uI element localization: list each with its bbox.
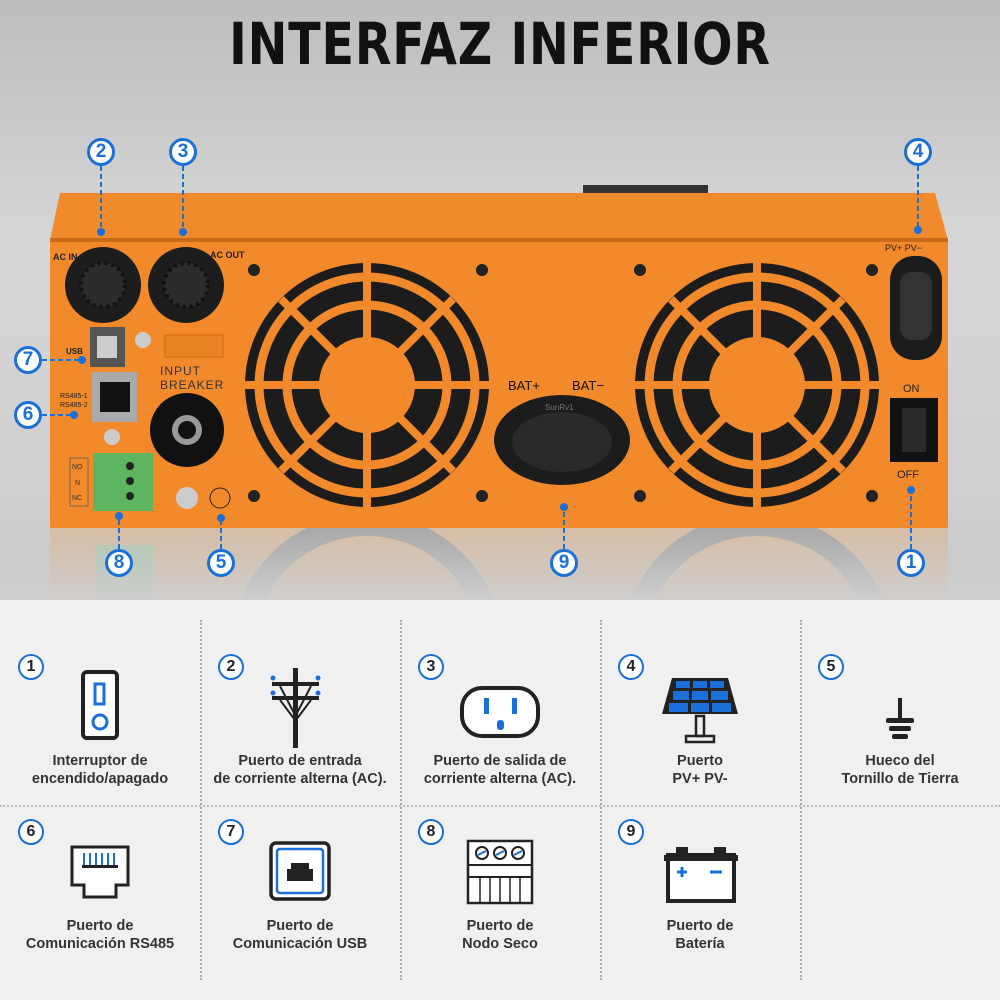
dry-contact-terminal <box>93 453 153 511</box>
svg-text:N: N <box>75 480 80 487</box>
callout-1: 1 <box>897 549 925 577</box>
callout-4: 4 <box>904 138 932 166</box>
callout-7: 7 <box>14 346 42 374</box>
callout-6: 6 <box>14 401 42 429</box>
svg-text:OFF: OFF <box>897 469 919 481</box>
svg-text:BAT+: BAT+ <box>508 378 540 393</box>
usb-icon <box>269 841 331 901</box>
top-buttons <box>583 185 708 193</box>
terminal-block-icon <box>466 839 534 905</box>
svg-text:RS485-1: RS485-1 <box>60 393 88 400</box>
svg-text:INPUT: INPUT <box>160 364 201 378</box>
page-title: INTERFAZ INFERIOR <box>229 10 771 78</box>
svg-text:USB: USB <box>66 347 83 356</box>
power-pole-icon <box>270 668 321 748</box>
ground-screw <box>176 487 198 509</box>
power-switch-icon <box>81 670 119 740</box>
callout-9: 9 <box>550 549 578 577</box>
callout-5: 5 <box>207 549 235 577</box>
rj45-icon <box>70 845 130 899</box>
fan-right <box>635 263 879 507</box>
battery-icon <box>664 847 738 903</box>
svg-text:NO: NO <box>72 464 83 471</box>
inverter-bottom-view: AC IN AC OUT USB RS485-1 RS485-2 INPUT B… <box>0 166 1000 600</box>
callout-2: 2 <box>87 138 115 166</box>
pv-label: PV+ PV− <box>885 243 922 253</box>
svg-text:NC: NC <box>72 495 82 502</box>
svg-text:BREAKER: BREAKER <box>160 378 224 392</box>
outlet-icon <box>460 686 540 738</box>
ac-in-label: AC IN <box>53 252 78 262</box>
svg-text:BAT−: BAT− <box>572 378 604 393</box>
ground-icon <box>886 698 914 739</box>
callout-8: 8 <box>105 549 133 577</box>
svg-text:ON: ON <box>903 383 920 395</box>
ac-out-label: AC OUT <box>210 250 245 260</box>
callout-3: 3 <box>169 138 197 166</box>
svg-text:RS485-2: RS485-2 <box>60 402 88 409</box>
fan-left <box>245 263 489 507</box>
solar-panel-icon <box>662 678 738 744</box>
svg-text:SunRv1: SunRv1 <box>545 403 574 412</box>
